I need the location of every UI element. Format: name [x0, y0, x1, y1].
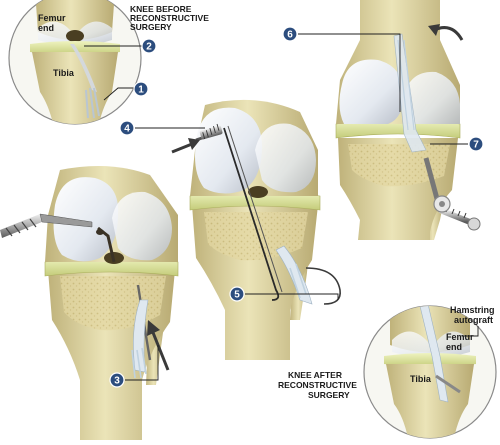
- hamstring-label-line2: autograft: [454, 315, 493, 325]
- knee-graft-passing: [171, 99, 341, 360]
- inset-knee-before: Femur end Tibia: [8, 0, 142, 125]
- caption-after-line1: KNEE AFTER: [288, 370, 342, 380]
- callout-number-5: 5: [234, 290, 240, 301]
- caption-after: KNEE AFTER RECONSTRUCTIVE SURGERY: [278, 370, 357, 400]
- caption-before-line1: KNEE BEFORE: [130, 4, 192, 14]
- callout-badge-5: 5: [229, 286, 245, 302]
- callout-badge-6: 6: [282, 26, 298, 42]
- knee-graft-fixed: [335, 0, 481, 240]
- hamstring-autograft-label: Hamstring autograft: [450, 305, 495, 337]
- callout-number-6: 6: [287, 30, 293, 41]
- caption-after-line2: RECONSTRUCTIVE: [278, 380, 357, 390]
- inset-after-femur-label: Femur: [446, 332, 474, 342]
- callout-badge-3: 3: [109, 372, 125, 388]
- caption-before-line3: SURGERY: [130, 22, 172, 32]
- callout-number-7: 7: [473, 140, 479, 151]
- inset-before-tibia-label: Tibia: [53, 68, 75, 78]
- hamstring-label-line1: Hamstring: [450, 305, 495, 315]
- callout-badge-1: 1: [133, 81, 149, 97]
- callout-badge-4: 4: [119, 120, 135, 136]
- caption-before: KNEE BEFORE RECONSTRUCTIVE SURGERY: [130, 4, 209, 32]
- knee-drilling: [0, 166, 179, 440]
- inset-before-femur-label-line2: end: [38, 23, 54, 33]
- callout-number-2: 2: [146, 42, 152, 53]
- callout-number-3: 3: [114, 376, 120, 387]
- inset-knee-after: Femur end Tibia: [363, 305, 497, 439]
- inset-before-femur-label: Femur: [38, 13, 66, 23]
- inset-after-femur-label-line2: end: [446, 342, 462, 352]
- caption-after-line3: SURGERY: [308, 390, 350, 400]
- caption-before-line2: RECONSTRUCTIVE: [130, 13, 209, 23]
- callout-number-1: 1: [138, 85, 144, 96]
- callout-badge-7: 7: [468, 136, 484, 152]
- callout-leaders: [84, 33, 468, 381]
- callout-number-4: 4: [124, 124, 130, 135]
- callout-badge-2: 2: [141, 38, 157, 54]
- inset-after-tibia-label: Tibia: [410, 374, 432, 384]
- drill-bit-left: [0, 213, 93, 238]
- fixation-screw: [423, 157, 481, 231]
